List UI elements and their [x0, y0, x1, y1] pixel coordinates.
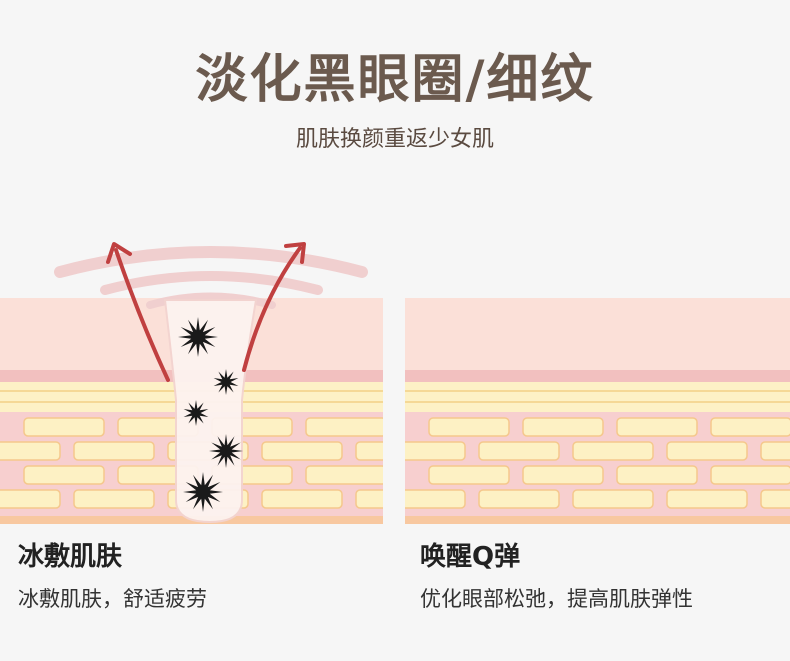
fat-cell: [710, 417, 790, 437]
fat-cell: [710, 465, 790, 485]
fat-cell: [616, 465, 698, 485]
fat-cell: [428, 417, 510, 437]
fat-cell: [73, 441, 155, 461]
skin-layers-left: [0, 298, 383, 524]
fat-cell: [0, 441, 61, 461]
fat-cell: [428, 465, 510, 485]
fat-cell: [760, 489, 790, 509]
skin-illustration-right: [405, 298, 790, 524]
fat-cell: [616, 417, 698, 437]
feature-title-ice: 冰敷肌肤: [18, 542, 123, 572]
feature-title-firm: 唤醒Q弹: [420, 542, 521, 572]
skin-illustration-left: [0, 298, 383, 524]
fat-cell: [305, 417, 383, 437]
feature-desc-firm: 优化眼部松弛，提高肌肤弹性: [420, 587, 693, 611]
fat-cell: [478, 441, 560, 461]
fat-cell: [211, 417, 293, 437]
fat-cell: [0, 489, 61, 509]
fat-cell: [666, 441, 748, 461]
fat-cell: [23, 417, 105, 437]
fat-cell: [167, 441, 249, 461]
fat-cell: [405, 441, 466, 461]
fat-cell: [405, 489, 466, 509]
page-subtitle: 肌肤换颜重返少女肌: [295, 127, 494, 152]
fat-cell: [23, 465, 105, 485]
fat-cell: [355, 441, 383, 461]
fat-cell: [355, 489, 383, 509]
fat-cell: [167, 489, 249, 509]
skin-layers-right: [405, 298, 790, 524]
fat-cell: [522, 417, 604, 437]
fat-cell: [211, 465, 293, 485]
fat-cell: [117, 417, 199, 437]
fat-cell: [572, 441, 654, 461]
page-title: 淡化黑眼圈/细纹: [195, 50, 595, 110]
fat-cell: [73, 489, 155, 509]
fat-cell: [666, 489, 748, 509]
fat-cell: [305, 465, 383, 485]
fat-cell: [760, 441, 790, 461]
fat-cell: [117, 465, 199, 485]
fat-cell: [261, 441, 343, 461]
fat-cell: [478, 489, 560, 509]
fat-cell: [522, 465, 604, 485]
fat-cell: [572, 489, 654, 509]
fat-cell: [261, 489, 343, 509]
feature-desc-ice: 冰敷肌肤，舒适疲劳: [18, 587, 207, 611]
